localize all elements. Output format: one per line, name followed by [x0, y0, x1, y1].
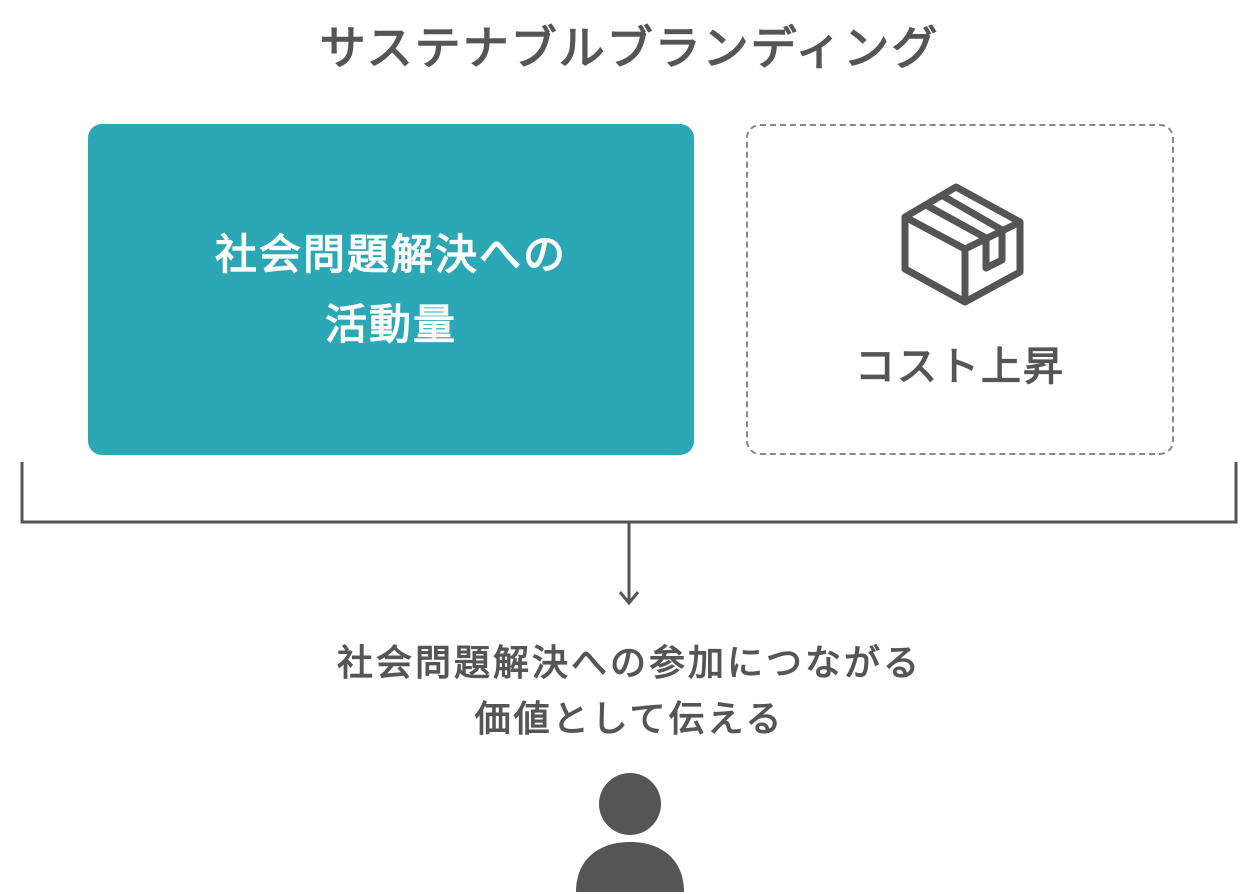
- cost-label: コスト上昇: [855, 344, 1065, 390]
- cardboard-box-icon: [901, 183, 1024, 306]
- cost-box: コスト上昇: [746, 124, 1174, 455]
- activity-label: 社会問題解決への活動量: [215, 220, 567, 360]
- activity-label-line2: 活動量: [324, 299, 457, 349]
- activity-label-line1: 社会問題解決への: [214, 229, 567, 279]
- result-line2: 価値として伝える: [474, 699, 785, 740]
- activity-box: 社会問題解決への活動量: [88, 124, 694, 455]
- diagram-title: サステナブルブランディング: [319, 21, 940, 75]
- result-line1: 社会問題解決への参加につながる: [336, 643, 922, 684]
- result-text: 社会問題解決への参加につながる 価値として伝える: [0, 636, 1259, 748]
- person-icon: [576, 773, 684, 892]
